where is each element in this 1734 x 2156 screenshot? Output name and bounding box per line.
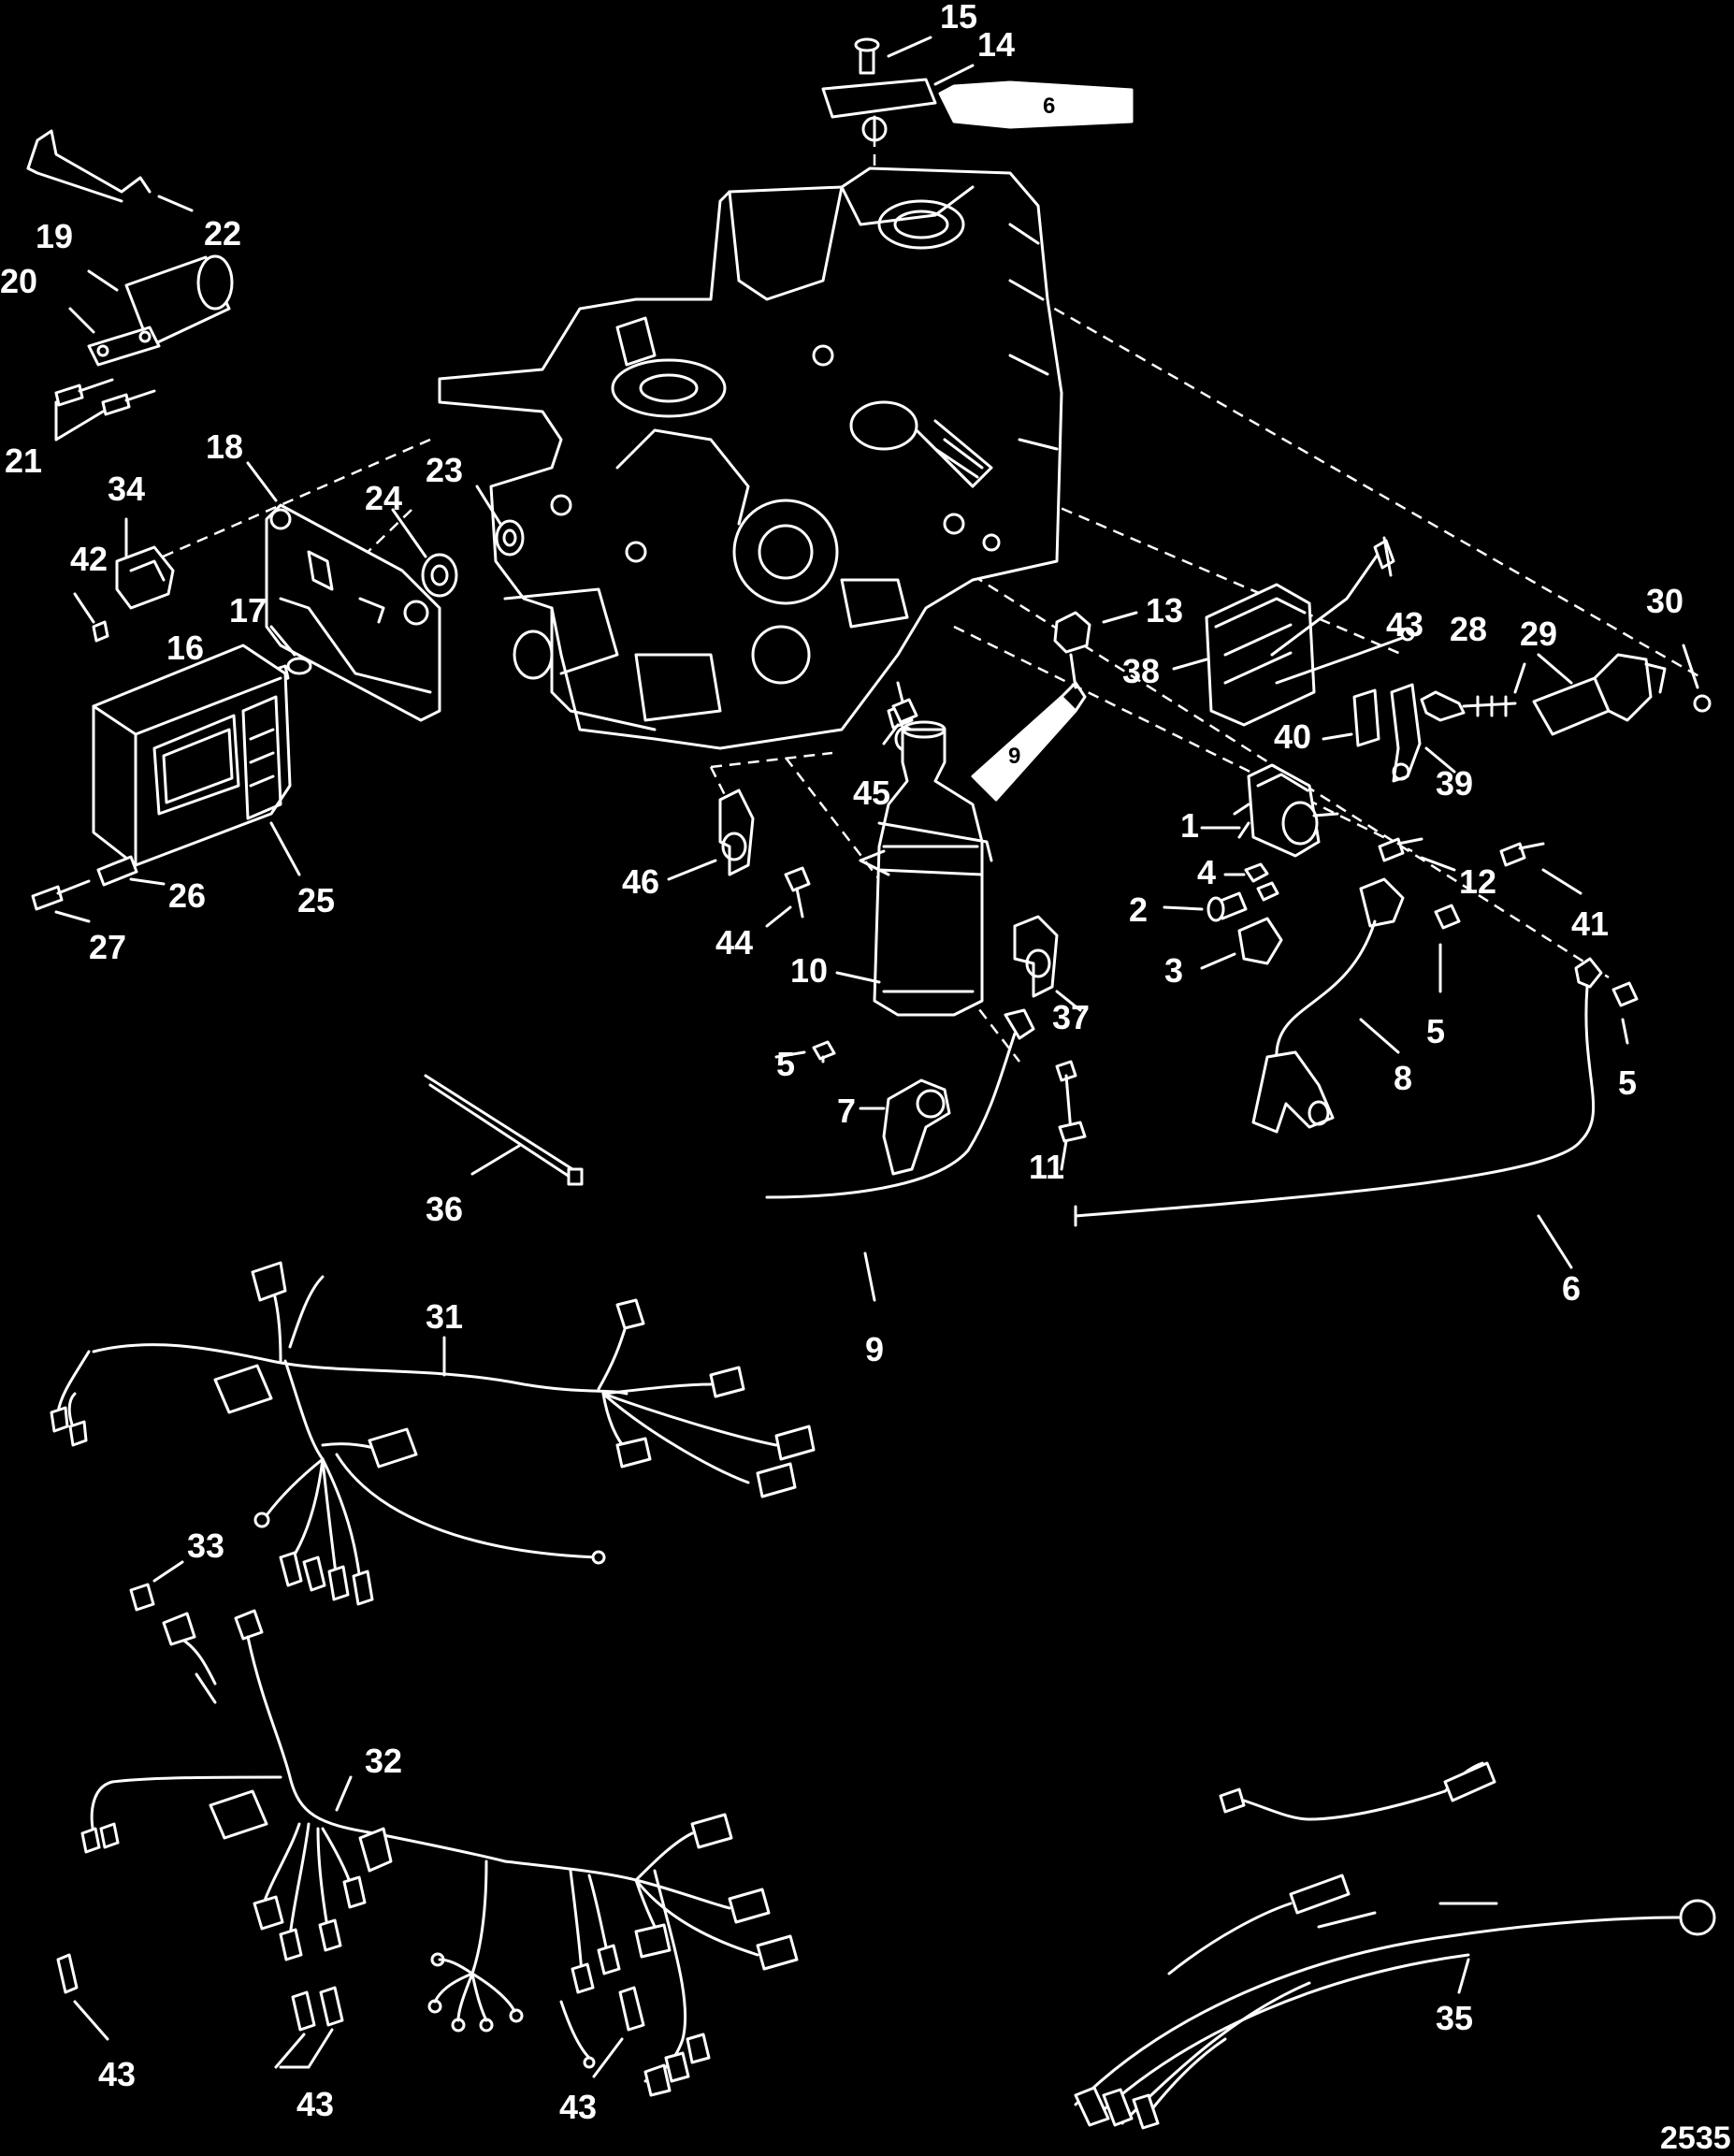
callout-39: 39 [1436,764,1473,803]
clamp-group-right [1322,683,1456,783]
callout-43-mid: 43 [296,2085,334,2123]
callout-3: 3 [1164,951,1183,990]
solenoid-group [1163,763,1582,970]
callout-15: 15 [940,0,977,36]
callout-23: 23 [426,451,463,489]
callout-36: 36 [426,1190,463,1228]
callout-18: 18 [206,427,243,466]
callout-12: 12 [1459,862,1496,901]
callout-9: 9 [865,1330,884,1368]
callout-22: 22 [204,214,241,253]
callout-46: 46 [622,862,659,901]
leads-right [1074,877,1639,1269]
callout-43-left: 43 [98,2055,136,2093]
starter-group [667,681,1087,1302]
wiring-harness-lower [80,1609,799,2097]
connector-small [129,1560,184,1612]
callout-43-top: 43 [1386,605,1423,644]
ecu-module-group [31,517,312,923]
cable-tie [424,1074,584,1186]
powerhead-block [438,166,1063,750]
figure-number: 2535 [1660,2120,1731,2156]
callout-32: 32 [365,1742,402,1780]
mounting-plate [246,461,525,722]
callout-6: 6 [1562,1269,1581,1308]
callout-40: 40 [1274,717,1311,756]
callout-45: 45 [853,774,890,812]
callout-labels: 1 2 3 4 5 5 5 6 7 8 9 10 11 12 13 14 15 … [0,0,1683,2126]
callout-8: 8 [1394,1059,1412,1097]
sealant-tube-label-top: 6 [1043,94,1055,119]
callout-16: 16 [166,629,204,667]
callout-5-starter: 5 [776,1045,795,1083]
callout-1: 1 [1180,806,1199,845]
callout-29: 29 [1520,615,1557,653]
regulator-ignition-group [1172,536,1712,736]
callout-30: 30 [1646,582,1683,620]
callout-28: 28 [1450,610,1487,648]
bracket-parts-left [26,129,234,441]
callout-5-mid: 5 [1426,1012,1445,1050]
callout-17: 17 [229,591,267,629]
callout-27: 27 [89,928,126,966]
callout-31: 31 [426,1297,463,1336]
callout-14: 14 [977,25,1015,64]
callout-44: 44 [715,923,753,962]
callout-41: 41 [1571,904,1609,943]
loose-terminals [56,1953,624,2078]
sensor-assembly-top: 6 [821,36,1134,142]
callout-2: 2 [1129,890,1148,929]
callout-37: 37 [1052,998,1090,1036]
callout-26: 26 [168,876,206,915]
callout-35: 35 [1436,1999,1473,2037]
callout-5-right: 5 [1618,1064,1637,1102]
callout-42: 42 [70,540,108,578]
callout-7: 7 [837,1092,856,1130]
callout-43-right: 43 [559,2088,597,2126]
wiring-harness-upper [50,1261,816,1606]
callout-24: 24 [365,479,402,517]
wiring-harness-right [1074,1761,1716,2130]
callout-38: 38 [1122,652,1160,690]
sealant-tube-label-mid: 9 [1008,744,1020,769]
callout-4: 4 [1197,853,1216,891]
callout-20: 20 [0,262,37,300]
callout-13: 13 [1146,591,1183,629]
callout-33: 33 [187,1527,224,1565]
callout-25: 25 [297,881,335,919]
callout-11: 11 [1029,1148,1064,1186]
callout-19: 19 [36,217,73,255]
callout-34: 34 [108,470,145,508]
callout-10: 10 [790,951,828,990]
callout-21: 21 [5,441,42,480]
